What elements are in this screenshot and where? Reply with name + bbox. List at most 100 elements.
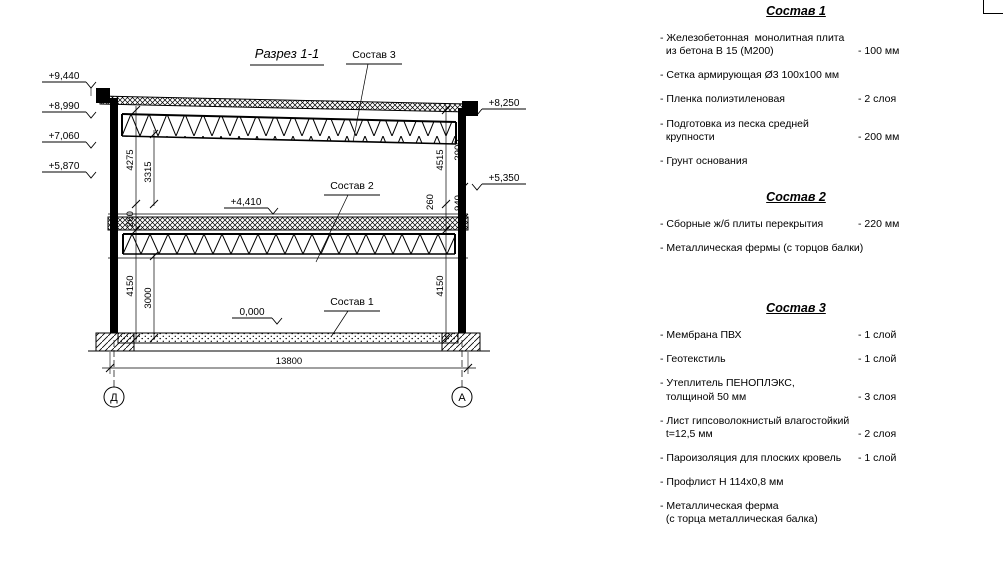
elevation-value: +5,870 <box>49 161 80 172</box>
elevation-mark: 0,000 <box>232 307 283 325</box>
legend-section-sostav-1: Состав 1 - Железобетонная монолитная пли… <box>660 4 932 168</box>
legend-item-value: - 2 слоя <box>858 93 897 106</box>
legend-item-text: - Сетка армирующая Ø3 100х100 мм <box>660 69 840 82</box>
legend-section-sostav-2: Состав 2 - Сборные ж/б плиты перекрытия … <box>660 190 932 255</box>
legend-item-value: - 1 слой <box>858 329 897 342</box>
legend-item-text: - Мембрана ПВХ <box>660 329 742 342</box>
legend-section-title: Состав 3 <box>766 301 826 316</box>
legend-item-text: - Металлическая фермы (с торцов балки) <box>660 242 864 254</box>
elevation-mark: +8,250 <box>471 98 526 116</box>
legend-item: - Мембрана ПВХ - 1 слой <box>660 329 932 342</box>
drawing-title: Разрез 1-1 <box>250 46 324 66</box>
elevation-mark: +5,350 <box>471 173 526 191</box>
dim-chain-left-inner: 3315 3000 <box>143 129 159 343</box>
legend-item-value: - 220 мм <box>858 217 900 230</box>
legend-item-text: - Металлическая ферма (с торца металличе… <box>660 500 818 526</box>
callout-sostav-2: Состав 2 <box>315 180 380 263</box>
callouts: Состав 3 Состав 2 Состав 1 <box>315 49 402 338</box>
elevation-mark: +4,410 <box>224 197 279 215</box>
legend-item-text: - Сборные ж/б плиты перекрытия <box>660 217 824 230</box>
sheet-frame-corner <box>983 0 1003 14</box>
elevation-value: +9,440 <box>49 71 80 82</box>
legend-item: - Геотекстиль - 1 слой <box>660 353 932 366</box>
legend-item-text: - Пленка полиэтиленовая <box>660 93 785 106</box>
legend-item-text: - Подготовка из песка средней крупности <box>660 117 809 143</box>
elevation-mark: +9,440 <box>42 71 97 96</box>
axis-letter-right: А <box>458 392 466 404</box>
legend-item-value: - 100 мм <box>858 45 900 58</box>
dim-chain-left-outer: 4275 260 4150 <box>125 105 141 343</box>
elevation-marks-left: +9,440 +8,990 +7,060 +5,870 <box>42 71 97 179</box>
roof-parapet-left <box>96 88 110 103</box>
elevation-value: +8,990 <box>49 101 80 112</box>
legend-item-text: - Пароизоляция для плоских кровель <box>660 451 842 464</box>
legend-item-value: - 1 слой <box>858 451 897 464</box>
legend-section-title: Состав 1 <box>766 4 826 18</box>
legend-item-text: - Профлист Н 114х0,8 мм <box>660 476 784 488</box>
dim-value: 260 <box>425 194 436 210</box>
dim-chain-right-inner: 2900 940 <box>453 107 469 223</box>
legend-item: - Пароизоляция для плоских кровель - 1 с… <box>660 452 932 465</box>
elevation-value: +8,250 <box>489 98 520 109</box>
legend-item: - Железобетонная монолитная плита из бет… <box>660 32 932 58</box>
legend-item: - Металлическая фермы (с торцов балки) <box>660 242 932 255</box>
legend-panel: Состав 1 - Железобетонная монолитная пли… <box>660 4 932 537</box>
legend-item-value: - 2 слоя <box>858 427 897 440</box>
elevation-value: 0,000 <box>239 307 264 318</box>
elevation-value: +5,350 <box>489 173 520 184</box>
callout-sostav-1: Состав 1 <box>324 296 380 338</box>
legend-item: - Профлист Н 114х0,8 мм <box>660 476 932 489</box>
dim-value: 4515 <box>435 149 446 170</box>
floor-slab <box>107 213 469 231</box>
elevation-value: +7,060 <box>49 131 80 142</box>
axis-bubble-right <box>451 386 473 408</box>
axis-bubble-left <box>103 386 125 408</box>
legend-item-text: - Геотекстиль <box>660 353 726 366</box>
dim-value: 4150 <box>435 275 446 296</box>
legend-item-text: - Утеплитель ПЕНОПЛЭКС, толщиной 50 мм <box>660 377 795 403</box>
roof-truss <box>121 113 457 145</box>
legend-item: - Металлическая ферма (с торца металличе… <box>660 500 932 526</box>
roof-end-right <box>462 101 478 116</box>
dim-value: 4275 <box>125 149 136 170</box>
legend-item: - Грунт основания <box>660 155 932 168</box>
legend-item-value: - 200 мм <box>858 130 900 143</box>
callout-label: Состав 2 <box>330 180 374 192</box>
dim-width: 13800 <box>102 352 476 374</box>
legend-section-title: Состав 2 <box>766 189 826 204</box>
dim-chain-right-outer: 4515 260 4150 <box>425 105 451 343</box>
elevation-value: +4,410 <box>231 197 262 208</box>
dim-value: 4150 <box>125 275 136 296</box>
dim-value: 3000 <box>143 287 154 308</box>
elevation-mark: +7,060 <box>42 131 97 149</box>
callout-sostav-3: Состав 3 <box>346 49 402 143</box>
legend-item: - Сборные ж/б плиты перекрытия - 220 мм <box>660 218 932 231</box>
drawing-title-text: Разрез 1-1 <box>255 46 319 61</box>
legend-item: - Подготовка из песка средней крупности … <box>660 118 932 144</box>
dim-value: 3315 <box>143 161 154 182</box>
legend-item: - Утеплитель ПЕНОПЛЭКС, толщиной 50 мм -… <box>660 377 932 403</box>
axis-markers: Д А <box>103 340 473 408</box>
legend-item-value: - 3 слоя <box>858 390 897 403</box>
roof-slab <box>96 88 478 116</box>
elevation-mark: +5,870 <box>42 161 97 179</box>
legend-item: - Лист гипсоволокнистый влагостойкий t=1… <box>660 415 932 441</box>
elevation-marks-right: +8,250 +5,350 <box>471 98 526 191</box>
dim-value: 13800 <box>276 356 302 367</box>
section-drawing: Разрез 1-1 <box>42 46 526 408</box>
elevation-mark: +8,990 <box>42 101 97 119</box>
dim-value: 940 <box>453 195 464 211</box>
legend-item-text: - Грунт основания <box>660 154 748 167</box>
legend-item-value: - 1 слой <box>858 353 897 366</box>
elevation-marks-interior: +4,410 0,000 <box>224 197 283 325</box>
foundations <box>88 332 490 352</box>
dim-value: 260 <box>125 211 136 227</box>
callout-label: Состав 3 <box>352 49 396 61</box>
axis-letter-left: Д <box>110 392 118 404</box>
legend-item: - Пленка полиэтиленовая - 2 слоя <box>660 93 932 106</box>
legend-item-text: - Железобетонная монолитная плита из бет… <box>660 32 845 58</box>
floor-truss <box>108 233 468 259</box>
legend-item-text: - Лист гипсоволокнистый влагостойкий t=1… <box>660 414 850 440</box>
ground-slab <box>117 332 459 344</box>
legend-item: - Сетка армирующая Ø3 100х100 мм <box>660 69 932 82</box>
